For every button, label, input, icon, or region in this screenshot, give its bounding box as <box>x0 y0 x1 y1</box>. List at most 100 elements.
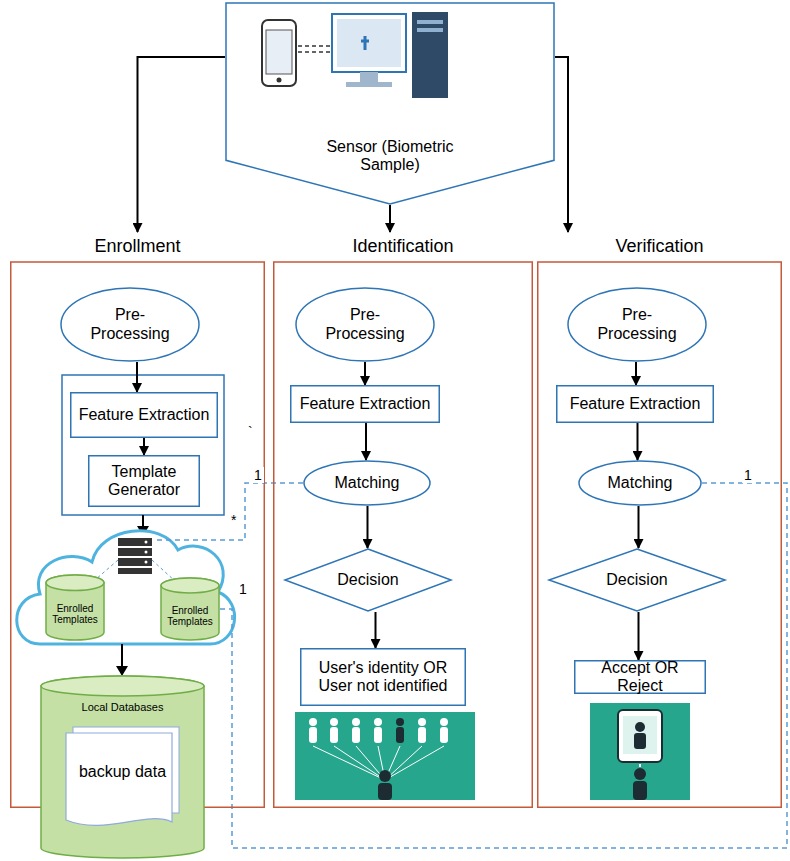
phone-icon <box>262 20 296 86</box>
panel-heading: Enrollment <box>94 236 180 257</box>
rect-outline <box>291 386 440 423</box>
database-cylinder: Enrolled Templates <box>160 578 220 640</box>
arrow-connector <box>136 362 138 392</box>
group-box <box>62 375 224 515</box>
node-text: Sensor (Biometric Sample) <box>305 138 475 175</box>
link-dashes <box>298 46 330 52</box>
arrow-connector <box>375 612 377 648</box>
arrow-line <box>121 644 123 668</box>
text-holder: Feature Extraction <box>290 385 440 423</box>
text-holder: Matching <box>303 460 431 506</box>
ell-outline <box>579 461 701 505</box>
rect-outline <box>89 456 200 507</box>
arrow-connector <box>389 205 391 232</box>
node-text: Feature Extraction <box>570 395 701 413</box>
database-cylinder: Enrolled Templates <box>45 575 105 640</box>
text-holder: User's identity OR User not identified <box>300 648 466 706</box>
text-holder: Decision <box>548 548 726 612</box>
text-holder: Feature Extraction <box>70 392 218 438</box>
decision-diamond: Decision <box>284 548 452 612</box>
node-text: Decision <box>337 571 398 589</box>
node-text: Template Generator <box>96 463 192 500</box>
cyl-outline <box>41 676 204 696</box>
node-text: User's identity OR User not identified <box>305 659 461 696</box>
text-holder: Accept OR Reject <box>574 660 706 694</box>
arrow-connector <box>635 362 637 385</box>
arrow-connector <box>367 506 369 548</box>
text-holder: Enrollment <box>10 232 265 260</box>
node-text: Feature Extraction <box>300 395 431 413</box>
rect-outline <box>557 386 714 423</box>
node-text: Decision <box>606 571 667 589</box>
text-holder: Verification <box>537 232 782 260</box>
pent-outline <box>226 3 554 204</box>
node-text: Enrolled Templates <box>163 605 217 628</box>
ell-outline <box>61 288 199 361</box>
panel-heading: Verification <box>615 236 703 257</box>
crowd-icon <box>295 712 475 800</box>
arrow-connector <box>364 362 366 385</box>
process-ellipse: Matching <box>578 460 702 506</box>
node-text: Matching <box>608 474 673 492</box>
dia-outline <box>549 549 725 611</box>
arrow-head <box>116 666 128 676</box>
shape-outline <box>225 2 555 205</box>
node-text: Pre- Processing <box>80 306 180 343</box>
arrow-connector <box>138 57 226 232</box>
verification-panel: VerificationPre- ProcessingFeature Extra… <box>537 232 782 808</box>
arrow-connector <box>365 423 367 460</box>
node-text: Matching <box>335 474 400 492</box>
text-holder: Enrolled Templates <box>45 589 105 639</box>
text-holder: Decision <box>284 548 452 612</box>
cyl-outline <box>46 575 104 640</box>
process-box: Feature Extraction <box>290 385 440 423</box>
arrow-connector <box>638 612 640 660</box>
panel-outline <box>538 262 782 807</box>
callout-number: 1 <box>237 581 249 597</box>
callout-number: * <box>229 512 238 528</box>
node-text: Local Databases <box>82 701 164 714</box>
node-text: Pre- Processing <box>315 306 415 343</box>
process-ellipse: Pre- Processing <box>295 287 435 362</box>
cyl-outline <box>46 575 104 591</box>
arrow-connector <box>638 506 640 548</box>
rect-outline <box>71 393 218 438</box>
node-text: Enrolled Templates <box>48 603 102 626</box>
node-text: Pre- Processing <box>587 306 687 343</box>
node-text: backup data <box>79 763 166 781</box>
server-icon <box>118 538 152 574</box>
rect-outline <box>301 649 466 706</box>
verify-icon <box>590 703 690 800</box>
panel-heading: Identification <box>352 236 453 257</box>
text-holder: Matching <box>578 460 702 506</box>
process-ellipse: Matching <box>303 460 431 506</box>
text-holder: Template Generator <box>88 455 200 507</box>
process-box: Template Generator <box>88 455 200 507</box>
sensor-box: Sensor (Biometric Sample) <box>225 2 555 205</box>
node-text: Accept OR Reject <box>577 659 703 696</box>
computer-icon <box>332 12 448 98</box>
database-cylinder: Local Databases backup data <box>40 676 205 858</box>
text-holder: Enrolled Templates <box>160 592 220 640</box>
arrow-connector <box>143 438 145 455</box>
cyl-outline <box>161 578 219 640</box>
identification-panel: IdentificationPre- ProcessingFeature Ext… <box>273 232 533 808</box>
process-ellipse: Pre- Processing <box>567 287 707 362</box>
text-holder: Local Databases <box>40 692 205 722</box>
mark-text: ` <box>246 424 255 440</box>
text-holder: Pre- Processing <box>60 287 200 362</box>
cyl-outline <box>161 578 219 593</box>
document-shape: backup data <box>65 726 180 832</box>
process-box: Feature Extraction <box>556 385 714 423</box>
ell-outline <box>296 288 434 361</box>
process-box: Feature Extraction <box>70 392 218 438</box>
arrow-connector <box>637 423 639 460</box>
decision-diamond: Decision <box>548 548 726 612</box>
server-links <box>95 560 176 582</box>
dashed-link <box>220 483 787 848</box>
text-holder: Sensor (Biometric Sample) <box>225 128 555 184</box>
cyl-outline <box>41 676 204 858</box>
text-holder: Pre- Processing <box>567 287 707 362</box>
arrow-connector <box>555 57 568 232</box>
ell-outline <box>568 288 706 361</box>
